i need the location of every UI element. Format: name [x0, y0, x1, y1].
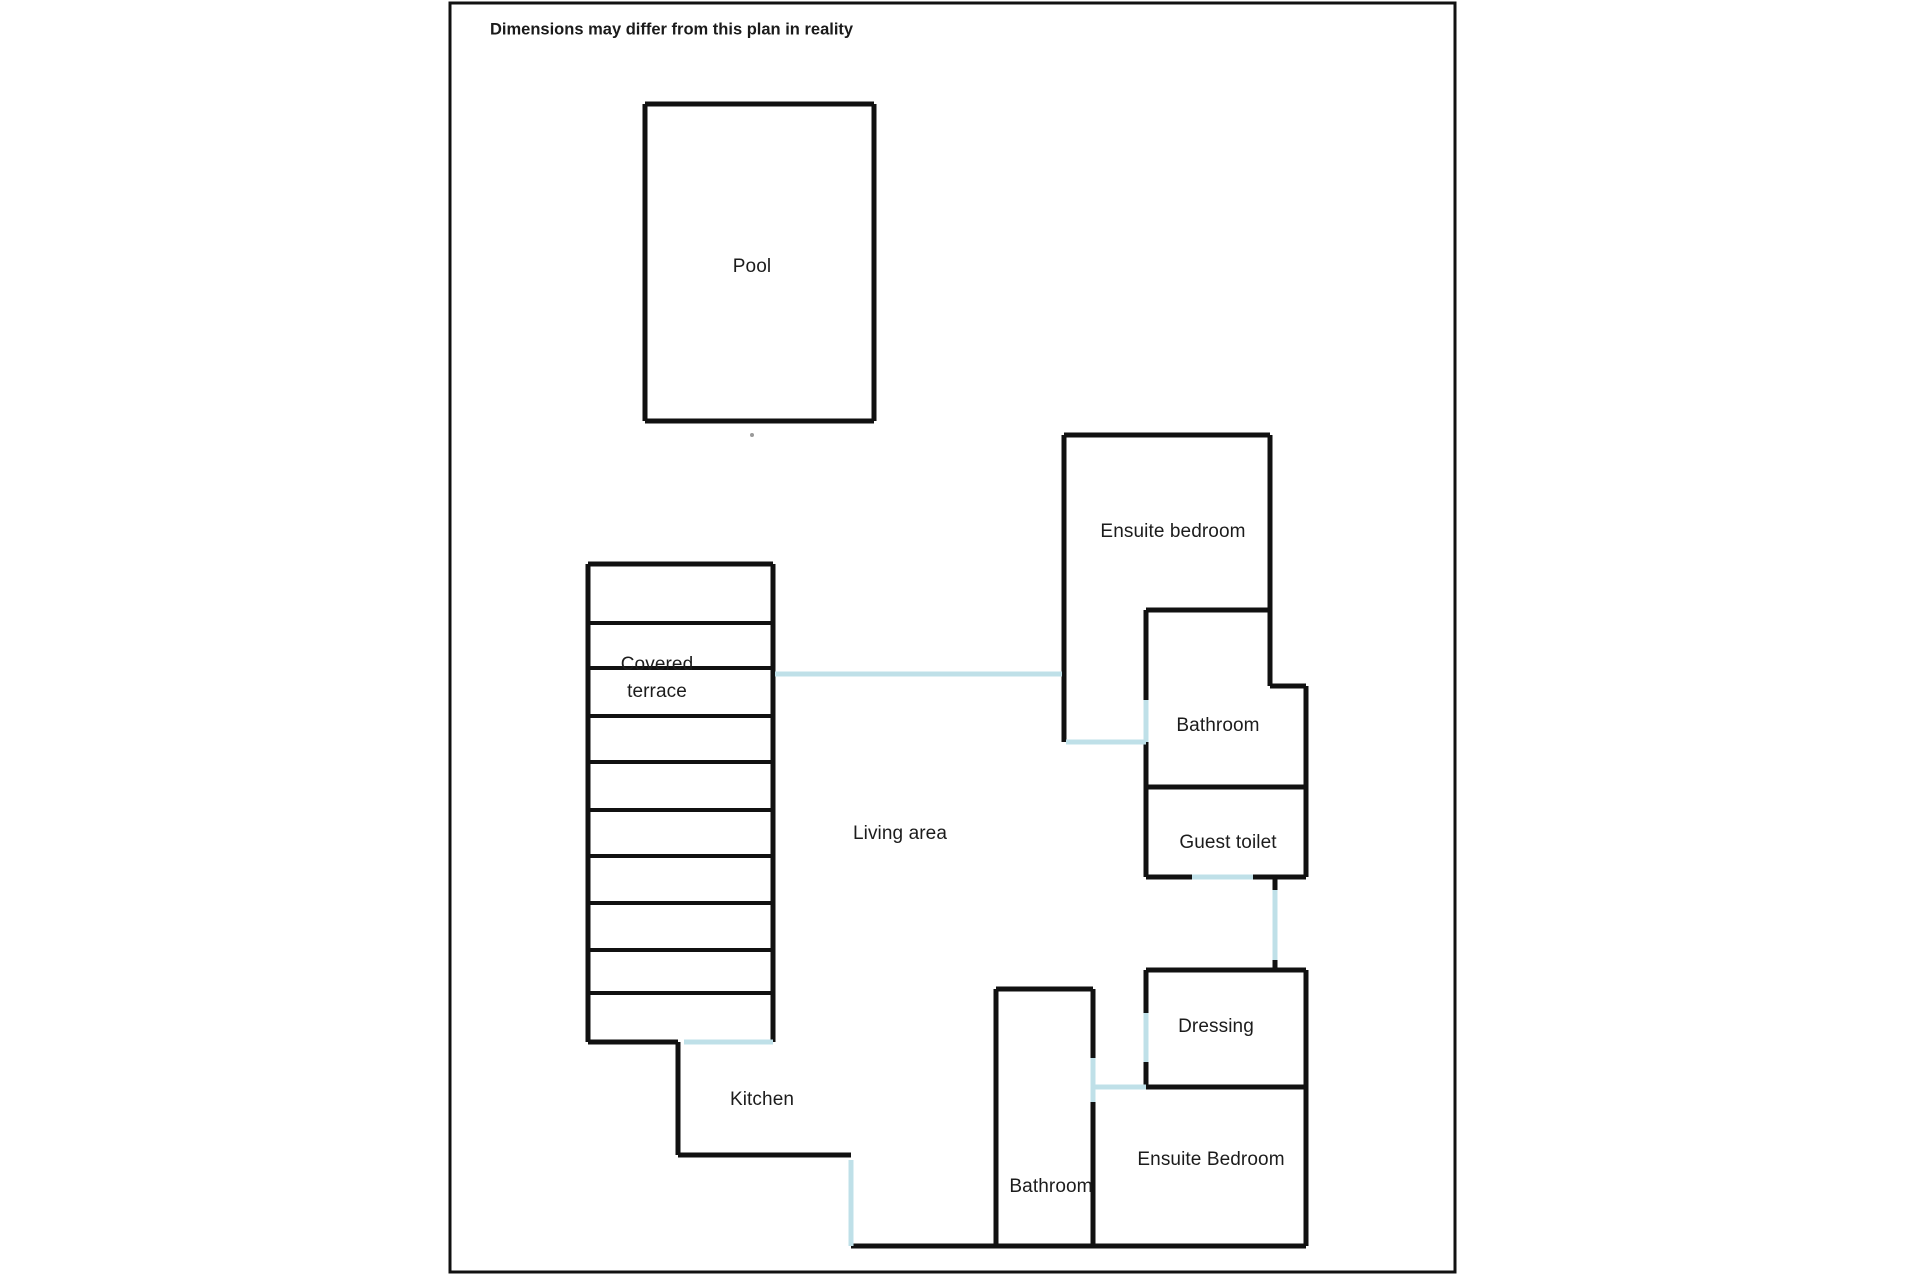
terrace-slats-layer — [588, 621, 773, 995]
room-label-ensuite_bedroom_bottom: Ensuite Bedroom — [1137, 1149, 1284, 1170]
pool-marker-dot — [750, 433, 754, 437]
room-label-covered_terrace-line2: terrace — [627, 681, 687, 702]
plan-disclaimer-note: Dimensions may differ from this plan in … — [490, 20, 854, 38]
plan-border — [448, 1, 1457, 1274]
room-label-living_area: Living area — [853, 823, 947, 844]
room-label-ensuite_bedroom_top: Ensuite bedroom — [1100, 521, 1245, 542]
room-label-covered_terrace-line1: Covered — [621, 654, 694, 675]
room-label-bathroom_bottom: Bathroom — [1009, 1176, 1092, 1197]
room-label-guest_toilet: Guest toilet — [1179, 832, 1277, 853]
doors-layer — [684, 671, 1278, 1246]
room-label-kitchen: Kitchen — [730, 1089, 794, 1110]
room-label-pool: Pool — [733, 256, 771, 277]
room-label-dressing: Dressing — [1178, 1016, 1254, 1037]
room-label-bathroom_top: Bathroom — [1176, 715, 1259, 736]
walls-layer — [585, 101, 1309, 1249]
